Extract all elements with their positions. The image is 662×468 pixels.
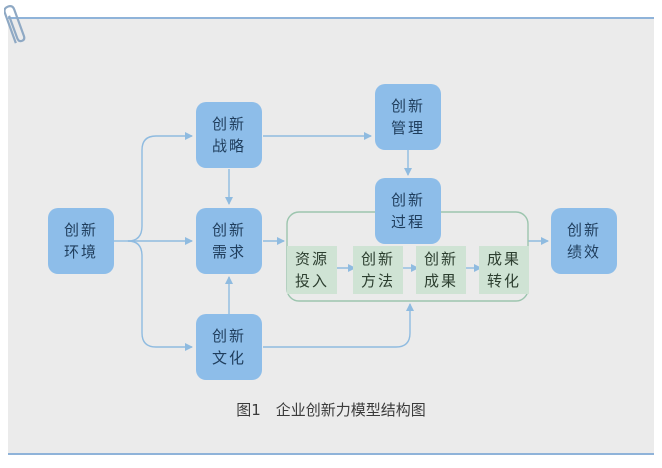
step-label: 投入 [294,272,329,290]
node-innovation-process: 创新 过程 [375,178,441,244]
node-label: 文化 [211,349,246,367]
step-label: 转化 [486,272,521,290]
node-label: 创新 [63,221,98,239]
node-innovation-demand: 创新 需求 [196,208,262,274]
node-label: 绩效 [566,243,601,261]
node-label: 创新 [211,327,246,345]
node-label: 环境 [63,243,98,261]
node-label: 创新 [211,115,246,133]
node-innovation-strategy: 创新 战略 [196,102,262,168]
node-innovation-culture: 创新 文化 [196,314,262,380]
node-label: 需求 [211,243,246,261]
step-label: 方法 [360,272,395,290]
node-label: 创新 [390,191,425,209]
node-label: 创新 [211,221,246,239]
figure-caption: 图1 企业创新力模型结构图 [236,401,426,419]
step-label: 成果 [423,272,458,290]
step-innovation-result: 创新 成果 [416,246,466,294]
node-label: 管理 [390,119,425,137]
step-label: 创新 [423,250,458,268]
figure-frame [8,17,654,455]
step-result-transformation: 成果 转化 [479,246,529,294]
step-label: 资源 [294,250,329,268]
node-label: 创新 [390,97,425,115]
node-label: 战略 [211,137,246,155]
step-label: 创新 [360,250,395,268]
step-resource-input: 资源 投入 [287,246,337,294]
step-label: 成果 [486,250,521,268]
node-innovation-management: 创新 管理 [375,84,441,150]
node-innovation-environment: 创新 环境 [48,208,114,274]
node-label: 创新 [566,221,601,239]
node-label: 过程 [390,213,425,231]
node-innovation-performance: 创新 绩效 [551,208,617,274]
step-innovation-method: 创新 方法 [353,246,403,294]
paperclip-icon [4,5,26,44]
